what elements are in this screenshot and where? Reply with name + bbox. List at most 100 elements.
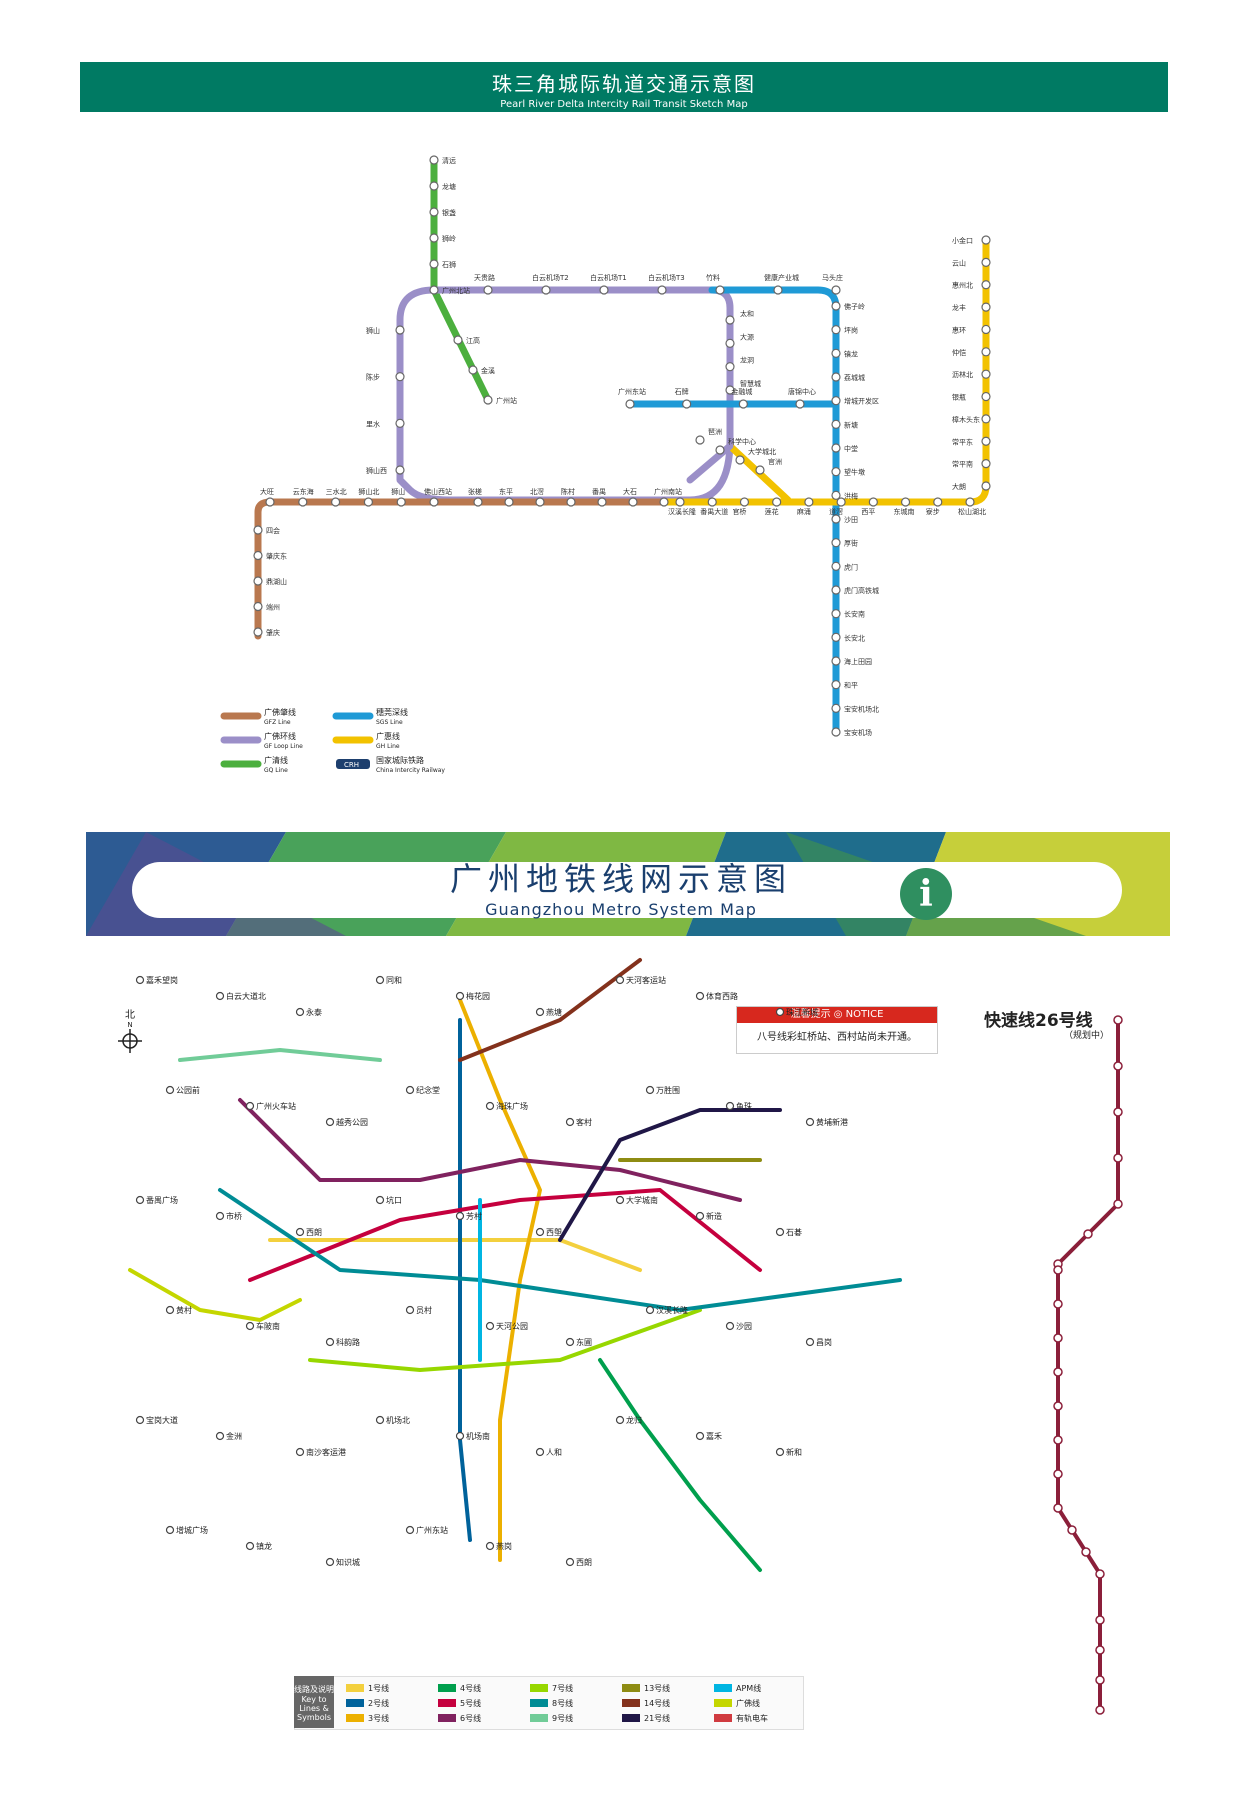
prd-station-dot bbox=[981, 302, 991, 312]
prd-station-label: 镇龙 bbox=[844, 349, 858, 358]
prd-station-label: 官洲 bbox=[768, 457, 782, 466]
prd-station-dot bbox=[755, 465, 765, 475]
prd-station-dot bbox=[429, 497, 439, 507]
prd-station-label: 琶洲 bbox=[708, 428, 722, 436]
prd-station-label: 莲花 bbox=[765, 507, 779, 516]
prd-station-dot bbox=[657, 285, 667, 295]
metro-station-dot bbox=[645, 1085, 655, 1095]
prd-station-dot bbox=[981, 280, 991, 290]
prd-station-label: 长安南 bbox=[844, 610, 865, 619]
metro-station-label: 西朗 bbox=[576, 1557, 592, 1567]
metro-station-dot bbox=[165, 1085, 175, 1095]
metro-station-dot bbox=[805, 1337, 815, 1347]
metro-station-dot bbox=[725, 1321, 735, 1331]
metro-station-label: 番禺广场 bbox=[146, 1195, 178, 1205]
metro-station-label: 大学城南 bbox=[626, 1195, 658, 1205]
line26-station-dot bbox=[1053, 1299, 1063, 1309]
metro-network-map: 嘉禾望岗白云大道北永泰同和梅花园燕塘天河客运站体育西路珠江新城公园前广州火车站越… bbox=[128, 958, 902, 1572]
metro-station-label: 嘉禾望岗 bbox=[146, 975, 178, 985]
prd-map-subtitle: Pearl River Delta Intercity Rail Transit… bbox=[500, 99, 748, 110]
line26-station-dot bbox=[1053, 1367, 1063, 1377]
prd-station-label: 厚街 bbox=[844, 539, 858, 548]
prd-station-dot bbox=[831, 325, 841, 335]
metro-station-label: 黄村 bbox=[176, 1305, 192, 1315]
line26-station-dot bbox=[1113, 1153, 1123, 1163]
line26-station-dot bbox=[1113, 1015, 1123, 1025]
metro-station-dot bbox=[215, 1211, 225, 1221]
prd-station-label: 东平 bbox=[499, 487, 513, 496]
prd-station-label: 马头庄 bbox=[822, 273, 843, 282]
prd-station-dot bbox=[504, 497, 514, 507]
metro-station-dot bbox=[535, 1007, 545, 1017]
prd-station-dot bbox=[395, 372, 405, 382]
prd-station-label: 惠环 bbox=[952, 325, 966, 334]
metro-station-dot bbox=[615, 1195, 625, 1205]
metro-legend-swatch bbox=[530, 1699, 548, 1707]
metro-legend-swatch bbox=[714, 1714, 732, 1722]
prd-station-dot bbox=[253, 550, 263, 561]
prd-station-label: 狮山北 bbox=[358, 487, 379, 496]
metro-station-dot bbox=[725, 1101, 735, 1111]
prd-station-dot bbox=[900, 497, 911, 507]
prd-station-label: 佛山西站 bbox=[424, 487, 452, 496]
prd-station-label: 唐锦中心 bbox=[788, 387, 816, 396]
line-3 bbox=[458, 998, 542, 1562]
metro-station-dot bbox=[695, 991, 705, 1001]
metro-legend-label: 8号线 bbox=[552, 1698, 573, 1708]
metro-station-label: 增城广场 bbox=[176, 1525, 208, 1535]
prd-station-label: 沙田 bbox=[844, 516, 858, 524]
metro-station-label: 车陂南 bbox=[256, 1321, 280, 1331]
metro-station-label: 同和 bbox=[386, 976, 402, 985]
prd-station-dot bbox=[831, 467, 841, 477]
metro-station-dot bbox=[165, 1305, 175, 1315]
prd-station-dot bbox=[981, 347, 991, 357]
gfz-line bbox=[254, 498, 668, 640]
prd-station-label: 石狮 bbox=[442, 261, 456, 269]
line-7 bbox=[308, 1308, 702, 1372]
metro-station-label: 新和 bbox=[786, 1447, 802, 1457]
prd-station-dot bbox=[831, 538, 841, 548]
north-arrow: 北 N bbox=[118, 1006, 142, 1056]
prd-station-dot bbox=[933, 497, 943, 507]
notice-body: 八号线彩虹桥站、西村站尚未开通。 bbox=[757, 1032, 917, 1043]
prd-station-label: 宝安机场北 bbox=[844, 704, 879, 713]
north-sub-label: N bbox=[127, 1021, 133, 1029]
metro-station-label: 海珠广场 bbox=[496, 1101, 528, 1111]
prd-station-dot bbox=[715, 285, 725, 295]
metro-station-dot bbox=[405, 1305, 415, 1315]
prd-station-label: 增城开发区 bbox=[844, 397, 879, 406]
metro-station-label: 金洲 bbox=[226, 1431, 242, 1441]
prd-station-dot bbox=[659, 497, 669, 507]
prd-station-label: 狮山 bbox=[391, 487, 405, 496]
prd-station-label: 中堂 bbox=[844, 444, 858, 453]
prd-station-label: 金融城 bbox=[731, 387, 752, 396]
metro-station-dot bbox=[485, 1101, 495, 1111]
metro-station-label: 东圃 bbox=[576, 1337, 592, 1347]
prd-station-label: 银盏 bbox=[442, 208, 456, 217]
metro-station-label: 黄埔新港 bbox=[816, 1117, 848, 1127]
prd-station-label: 汉溪长隆 bbox=[668, 507, 696, 516]
metro-station-label: 燕岗 bbox=[496, 1541, 512, 1551]
line26-path bbox=[1056, 1020, 1120, 1710]
prd-station-dot bbox=[831, 372, 841, 382]
metro-station-label: 龙归 bbox=[626, 1415, 642, 1425]
metro-station-label: 镇龙 bbox=[256, 1541, 272, 1551]
prd-map-title: 珠三角城际轨道交通示意图 bbox=[492, 72, 756, 96]
legend-label-en: GF Loop Line bbox=[264, 743, 303, 750]
prd-station-label: 广州站 bbox=[496, 396, 517, 405]
prd-station-dot bbox=[541, 285, 551, 295]
prd-station-dot bbox=[473, 497, 483, 507]
metro-banner bbox=[86, 832, 1170, 936]
prd-station-label: 四会 bbox=[266, 526, 280, 535]
line26-station-dot bbox=[1053, 1401, 1063, 1411]
prd-station-label: 望牛墩 bbox=[844, 468, 865, 477]
prd-station-dot bbox=[395, 465, 405, 475]
info-icon[interactable]: i bbox=[900, 868, 952, 920]
prd-station-label: 广州南站 bbox=[654, 487, 682, 496]
line26-station-dot bbox=[1067, 1525, 1077, 1535]
metro-legend-label: 13号线 bbox=[644, 1683, 670, 1693]
prd-station-label: 白云机场T2 bbox=[532, 273, 569, 282]
prd-station-label: 云东海 bbox=[293, 487, 314, 496]
metro-legend-swatch bbox=[714, 1684, 732, 1692]
line-9 bbox=[178, 1048, 382, 1062]
